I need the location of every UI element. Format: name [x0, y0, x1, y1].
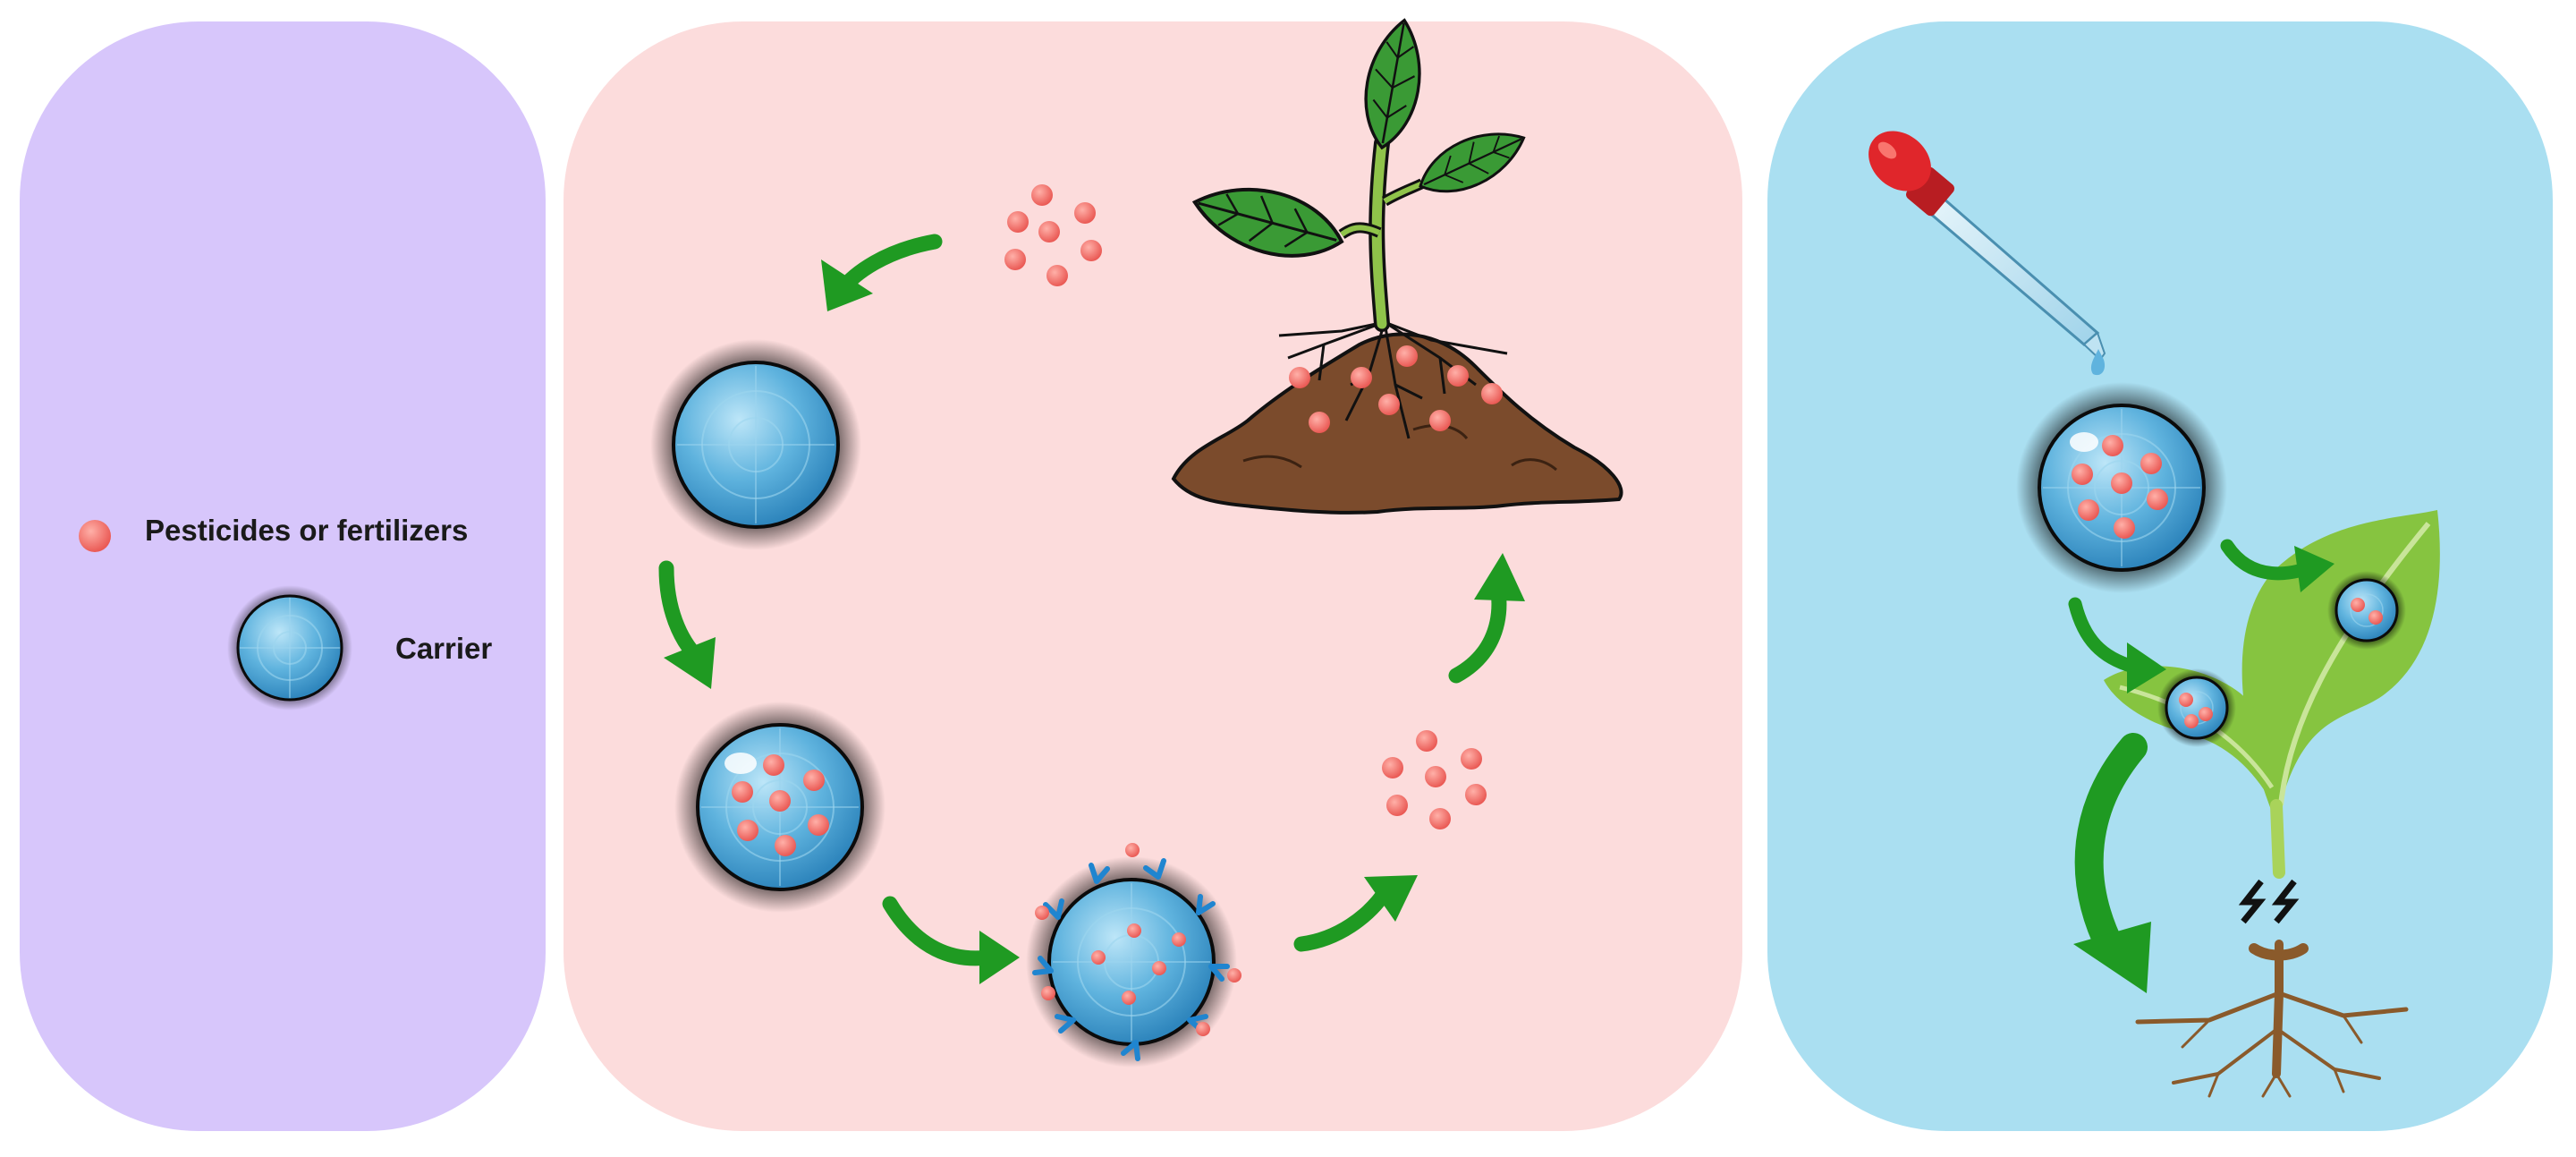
lightning-icon — [2238, 879, 2300, 924]
triggered-carrier-icon — [1024, 843, 1241, 1069]
arrow-load-icon — [821, 234, 943, 311]
legend-panel — [20, 21, 546, 1131]
legend-carrier-icon — [225, 583, 354, 712]
legend-pesticide-label: Pesticides or fertilizers — [145, 514, 469, 547]
arrow-uptake-icon — [1448, 553, 1525, 684]
applied-carrier-icon — [2014, 380, 2229, 595]
arrow-down-icon — [658, 560, 716, 689]
dropper-icon — [1868, 131, 2106, 376]
arrow-to-soil-icon — [2073, 733, 2151, 993]
empty-carrier-icon — [648, 337, 863, 552]
arrow-to-right-leaf-icon — [2220, 539, 2334, 592]
arrow-diffuse-icon — [1293, 875, 1418, 952]
arrow-release-icon — [882, 896, 1020, 984]
loaded-carrier-icon — [673, 700, 887, 915]
leaf-carrier-left-icon — [2156, 667, 2238, 749]
roots-icon — [2135, 940, 2409, 1098]
legend-pesticide-icon — [79, 520, 111, 552]
plant-in-soil-icon — [1171, 14, 1623, 515]
particle-cluster-released — [1382, 730, 1487, 829]
legend-carrier-label: Carrier — [395, 632, 493, 665]
plant-stem-icon — [2270, 799, 2285, 879]
particle-cluster-top — [1004, 184, 1102, 286]
arrow-to-left-leaf-icon — [2068, 597, 2166, 693]
leaf-carrier-right-icon — [2326, 569, 2408, 651]
